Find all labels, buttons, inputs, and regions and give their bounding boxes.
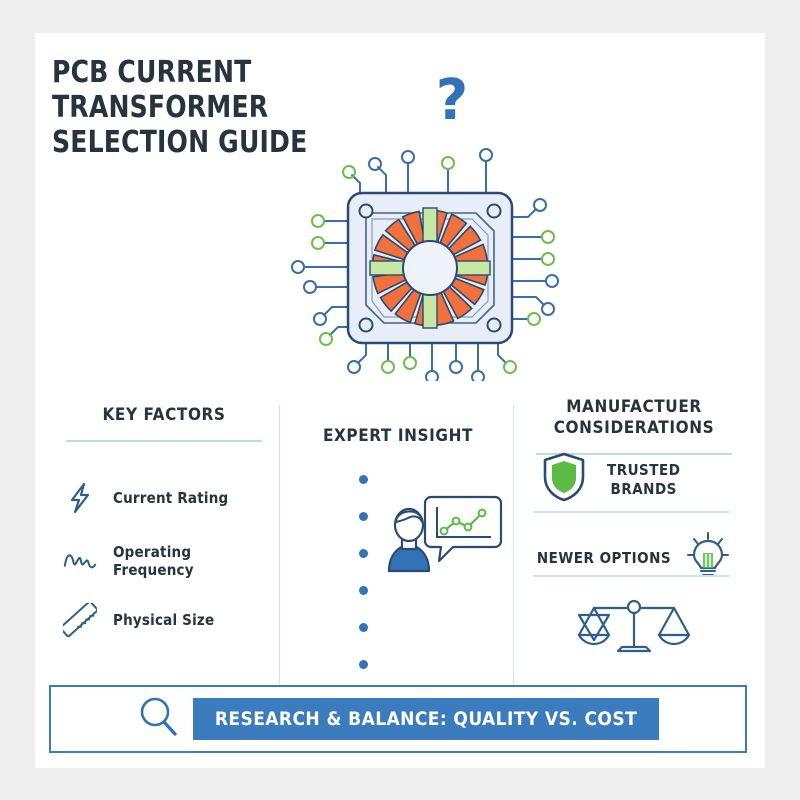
infographic-card: PCB CURRENT TRANSFORMER SELECTION GUIDE … [35,33,765,768]
lightbulb-icon [685,531,731,586]
footer-banner-text: RESEARCH & BALANCE: QUALITY VS. COST [192,698,660,740]
footer-callout[interactable]: RESEARCH & BALANCE: QUALITY VS. COST [49,685,747,753]
bullet-list [359,475,368,697]
trusted-brands-label: TRUSTED BRANDS [607,460,681,498]
factor-operating-frequency[interactable]: Operating Frequency [63,543,273,579]
newer-options-label: NEWER OPTIONS [536,549,672,567]
list-item [359,660,368,669]
expert-insight-heading: EXPERT INSIGHT [322,426,474,446]
manufacturer-row-divider-2 [533,575,729,577]
page-title: PCB CURRENT TRANSFORMER SELECTION GUIDE [52,55,308,160]
column-manufacturer-considerations: MANUFACTUER CONSIDERATIONS TRUSTED BRAND… [521,363,747,693]
shield-icon [541,451,587,508]
hero-illustration: ? [290,73,570,381]
magnifier-icon [137,695,179,744]
column-expert-insight: EXPERT INSIGHT [287,363,509,693]
list-item [359,623,368,632]
key-factors-heading: KEY FACTORS [102,405,226,425]
ruler-icon [63,603,97,637]
pcb-transformer-icon [291,148,559,381]
factor-current-rating[interactable]: Current Rating [63,481,273,515]
factor-label: Current Rating [113,489,229,507]
factor-label: Physical Size [113,611,215,629]
balance-scales-icon [577,595,691,666]
list-item [359,549,368,558]
lightning-bolt-icon [63,481,97,515]
column-key-factors: KEY FACTORS Current Rating Operating Fre… [53,363,275,693]
manufacturer-row-divider-1 [533,511,729,513]
expert-with-chart-speech-bubble-icon [387,491,503,580]
row-balance-scales[interactable] [529,595,739,666]
list-item [359,475,368,484]
manufacturer-considerations-heading: MANUFACTUER CONSIDERATIONS [553,397,715,438]
question-mark-glyph: ? [435,68,469,133]
row-newer-options[interactable]: NEWER OPTIONS [529,531,739,586]
row-trusted-brands[interactable]: TRUSTED BRANDS [529,451,751,508]
column-divider-1 [279,405,280,693]
columns-section: KEY FACTORS Current Rating Operating Fre… [35,363,765,693]
key-factors-rule [66,440,262,442]
manufacturer-rule [536,453,732,455]
factor-label: Operating Frequency [113,543,194,579]
sine-wave-icon [63,544,97,578]
list-item [359,512,368,521]
factor-physical-size[interactable]: Physical Size [63,603,273,637]
list-item [359,586,368,595]
column-divider-2 [513,405,514,693]
